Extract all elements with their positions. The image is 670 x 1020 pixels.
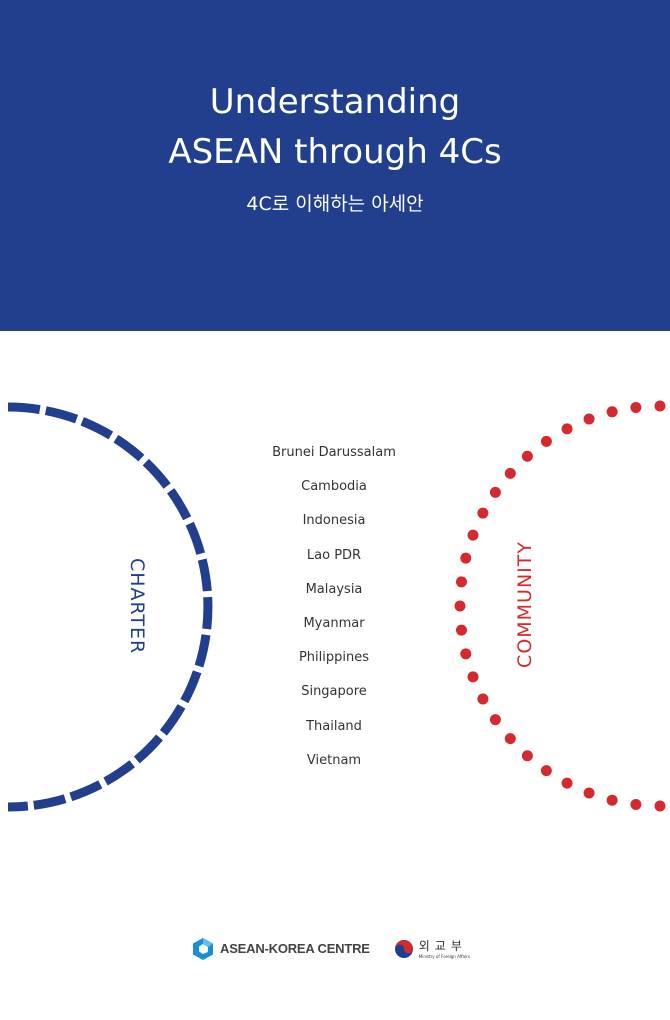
- country-item: Lao PDR: [306, 547, 362, 563]
- community-dot: [504, 467, 516, 479]
- community-dot: [455, 576, 467, 588]
- community-dot: [521, 450, 533, 462]
- community-dot: [630, 401, 642, 413]
- cover-header: Understanding ASEAN through 4Cs 4C로 이해하는…: [0, 0, 670, 331]
- community-dot: [606, 794, 618, 806]
- community-dot: [583, 787, 595, 799]
- community-dot: [454, 600, 466, 612]
- country-list: Brunei Darussalam Cambodia Indonesia Lao…: [254, 444, 414, 786]
- community-dot: [455, 624, 467, 636]
- country-item: Myanmar: [303, 615, 365, 631]
- mofa-english-name: Ministry of Foreign Affairs: [418, 953, 470, 959]
- title-line-1: Understanding: [209, 82, 461, 122]
- charter-dashed-arc: [7, 402, 213, 812]
- community-dot: [561, 423, 573, 435]
- asean-korea-centre-name: ASEAN-KOREA CENTRE: [220, 941, 370, 956]
- community-dot: [504, 733, 516, 745]
- country-item: Vietnam: [306, 752, 362, 768]
- community-dot: [467, 529, 479, 541]
- mofa-logo: 외교부 Ministry of Foreign Affairs: [394, 939, 470, 960]
- community-dot: [521, 750, 533, 762]
- footer-logos: ASEAN-KOREA CENTRE 외교부 Ministry of Forei…: [192, 937, 470, 961]
- korean-subtitle: 4C로 이해하는 아세안: [246, 193, 424, 215]
- country-item: Singapore: [301, 684, 367, 700]
- country-item: Thailand: [306, 718, 362, 734]
- community-dot: [477, 507, 489, 519]
- community-dot: [467, 671, 479, 683]
- asean-korea-centre-logo-icon: [193, 938, 213, 960]
- community-dot: [540, 765, 552, 777]
- community-dot: [654, 400, 666, 412]
- taegeuk-icon: [394, 940, 413, 958]
- community-dot: [489, 714, 501, 726]
- charter-label: CHARTER: [126, 558, 148, 655]
- arc-illustration: [7, 400, 666, 812]
- community-dotted-arc: [454, 400, 666, 812]
- community-dot: [654, 800, 666, 812]
- community-dot: [460, 648, 472, 660]
- community-dot: [477, 693, 489, 705]
- title-line-2: ASEAN through 4Cs: [168, 132, 502, 172]
- community-dot: [460, 552, 472, 564]
- community-dot: [561, 777, 573, 789]
- mofa-korean-name: 외교부: [418, 938, 467, 953]
- community-dot: [630, 799, 642, 811]
- community-dot: [540, 435, 552, 447]
- community-label: COMMUNITY: [514, 541, 536, 668]
- community-dot: [606, 406, 618, 418]
- country-item: Malaysia: [305, 581, 363, 597]
- community-dot: [489, 486, 501, 498]
- community-dot: [583, 413, 595, 425]
- country-item: Philippines: [298, 650, 370, 666]
- country-item: Indonesia: [302, 513, 366, 529]
- country-item: Brunei Darussalam: [272, 445, 396, 460]
- country-item: Cambodia: [301, 479, 367, 495]
